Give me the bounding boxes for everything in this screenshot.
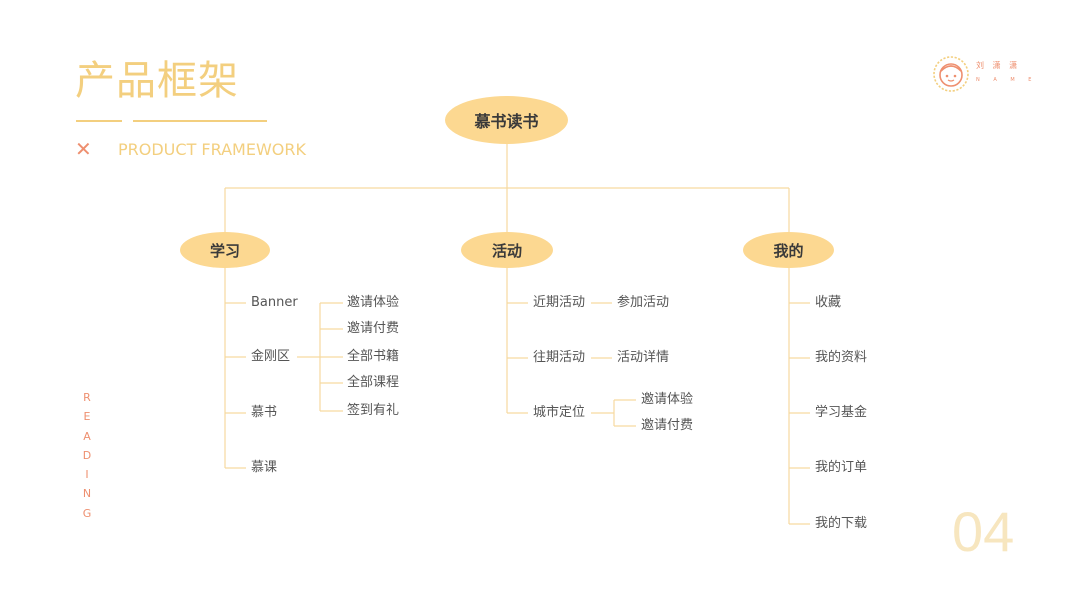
root-node: 慕书读书 [445,96,568,144]
leaf-all-courses: 全部课程 [347,375,400,390]
leaf-recent-activity: 近期活动 [533,295,586,310]
logo-name: 刘 潇 潇 [976,61,1021,70]
leaf-favorites: 收藏 [815,295,842,310]
vertical-reading-label: R E A D I N G [80,388,94,523]
vertical-letter: D [82,448,92,462]
branch-node-mine: 我的 [743,232,834,268]
leaf-study-fund: 学习基金 [815,405,868,420]
leaf-join-activity: 参加活动 [617,295,670,310]
leaf-checkin-gift: 签到有礼 [347,403,400,418]
leaf-past-activity: 往期活动 [533,350,586,365]
page-number: 04 [952,500,1015,563]
vertical-letter: A [83,429,91,443]
leaf-jingang: 金刚区 [251,349,291,364]
leaf-all-books: 全部书籍 [347,349,400,364]
logo-subtitle: N A M E [976,77,1038,83]
leaf-invite-trial: 邀请体验 [347,295,400,310]
leaf-city-invite-trial: 邀请体验 [641,392,694,407]
leaf-invite-pay: 邀请付费 [347,321,400,336]
leaf-muke: 慕课 [251,460,278,475]
vertical-letter: R [83,391,91,404]
close-icon: ✕ [75,137,92,161]
vertical-letter: E [83,410,91,424]
vertical-letter: I [85,468,89,482]
vertical-letter: N [82,487,92,501]
branch-node-study: 学习 [180,232,270,268]
page-title: 产品框架 [75,58,239,104]
title-rule-short [76,120,122,122]
branch-node-activity: 活动 [461,232,553,268]
leaf-my-orders: 我的订单 [815,460,868,475]
leaf-banner: Banner [251,295,298,310]
leaf-activity-detail: 活动详情 [617,350,670,365]
vertical-letter: G [82,506,92,520]
leaf-mushu: 慕书 [251,405,278,420]
title-rule-long [133,120,267,122]
leaf-my-downloads: 我的下载 [815,516,868,531]
leaf-city-invite-pay: 邀请付费 [641,418,694,433]
leaf-my-profile: 我的资料 [815,350,868,365]
avatar-logo-icon [933,56,969,92]
page-subtitle: PRODUCT FRAMEWORK [118,140,306,159]
leaf-city-location: 城市定位 [533,405,586,420]
